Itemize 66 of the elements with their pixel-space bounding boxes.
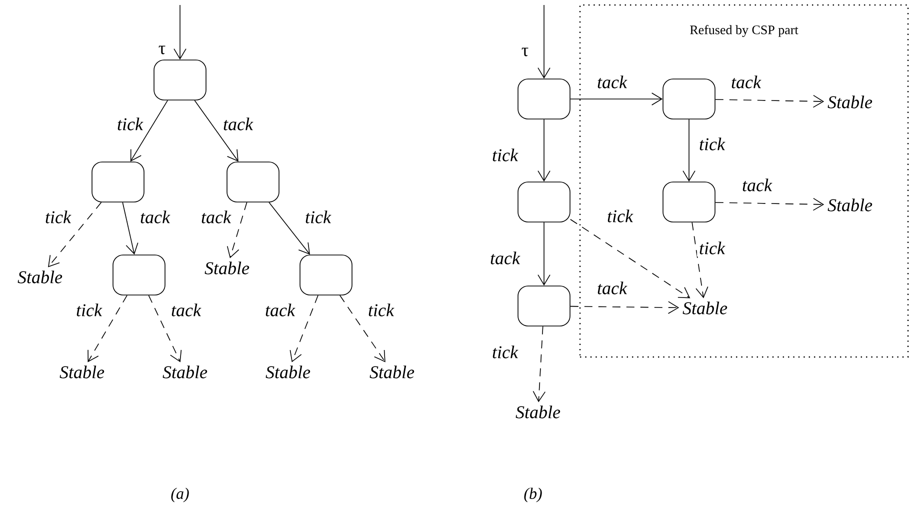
state-label: Stable [266,366,310,378]
state-box [92,162,144,202]
arrow [290,295,318,362]
edge-label: tack [221,116,255,132]
arrow [268,202,310,255]
arrow [148,295,182,362]
edge-label: tack [169,302,203,318]
state-box [662,78,716,120]
edge-label: tick [74,302,104,318]
edge-label: tack [740,176,774,194]
state-box [518,182,570,222]
state-label: Stable [516,406,560,418]
state-label: Stable [60,366,104,378]
state-label: Stable [828,96,872,108]
edge-label: tack [263,302,297,318]
arrow [682,119,696,182]
arrow [340,295,386,362]
state-box [518,78,570,120]
edge-label: tack [488,250,522,266]
state-box [518,286,570,326]
arrow [88,295,128,362]
edge-label: tick [605,208,635,224]
arrow [226,202,248,258]
state-box [154,60,206,100]
arrow [130,100,168,162]
edge-label: tick [490,146,520,164]
arrow [538,222,550,286]
edge-label: tick [43,208,73,226]
edge-label: tack [595,280,629,296]
state-label: Stable [18,270,62,284]
arrow [715,94,824,108]
arrow [570,92,663,106]
arrow [532,326,546,402]
edge-label: tick [303,208,333,226]
panel-label: (b) [524,488,542,502]
arrow [48,202,102,268]
edge-label: tack [729,74,763,90]
edge-label: tick [697,240,727,256]
edge-label: tack [595,74,629,90]
arrow [538,119,550,182]
arrow [194,100,238,162]
arrow [174,4,186,60]
edge-label: tack [138,208,172,226]
edge-label: tack [199,208,233,226]
state-box [112,254,166,296]
panel-label: (a) [171,488,189,502]
edge-label: tick [115,116,145,132]
state-label: Stable [370,366,414,378]
edge-label: τ [156,44,168,56]
arrow [122,202,138,255]
edge-label: τ [519,46,531,58]
arrow [570,301,680,314]
arrow [570,218,690,298]
edge-label: tick [697,136,727,152]
edge-label: tick [490,344,520,360]
state-box [662,182,716,222]
edge-label: tick [366,302,396,318]
arrow [538,4,550,79]
state-label: Stable [162,366,208,378]
arrow [715,198,824,211]
state-box [300,254,352,296]
state-box [226,162,280,202]
state-label: Stable [682,302,728,314]
state-label: Stable [828,198,872,212]
arrow [692,222,708,298]
state-label: Stable [204,262,250,274]
